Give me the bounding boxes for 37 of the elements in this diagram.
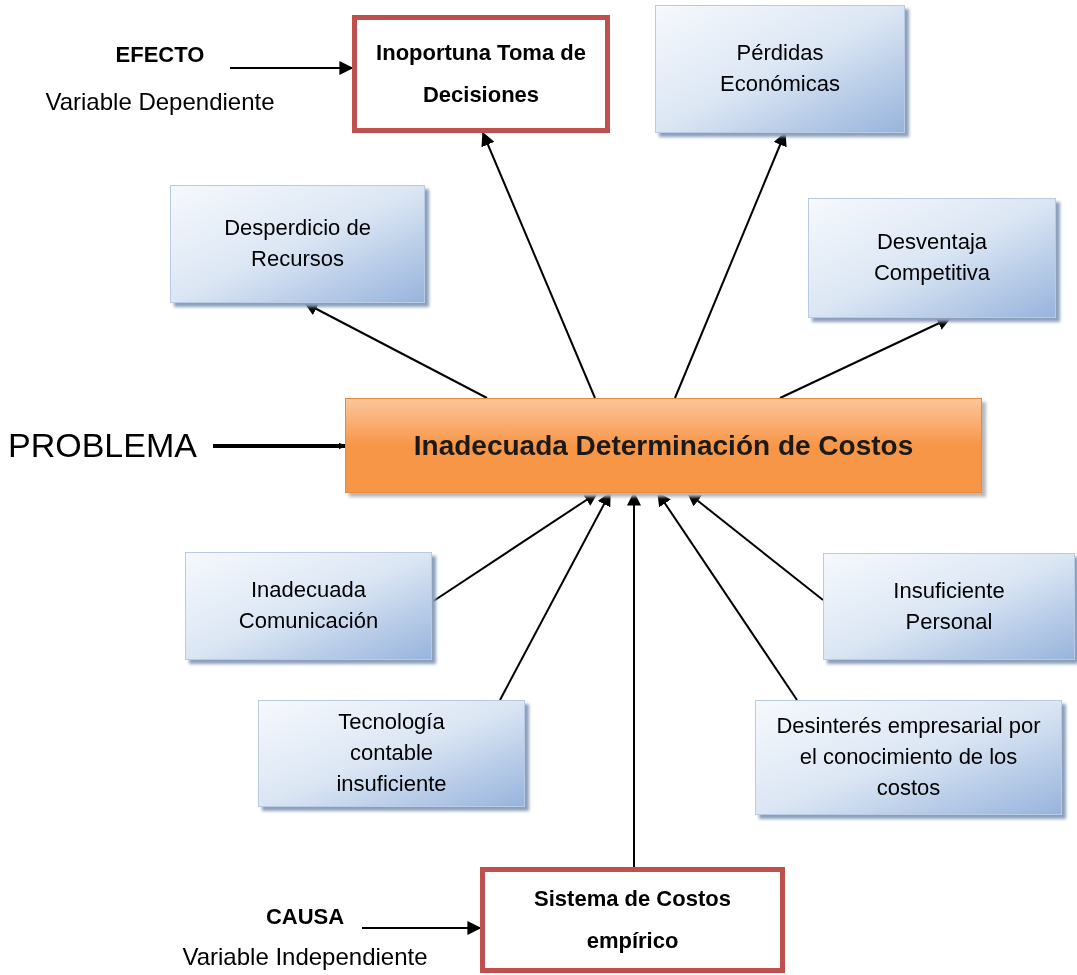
variable-label: Variable Dependiente bbox=[45, 87, 275, 117]
box-text: Inoportuna Toma de Decisiones bbox=[375, 39, 587, 109]
arrow bbox=[361, 921, 482, 935]
arrow bbox=[674, 131, 787, 399]
arrow bbox=[481, 131, 596, 399]
box-text: Desventaja Competitiva bbox=[872, 228, 992, 287]
problem-label: PROBLEMA bbox=[8, 424, 197, 466]
variable-label: Variable Independiente bbox=[182, 942, 428, 972]
box-text: Sistema de Costos empírico bbox=[533, 885, 732, 955]
highlighted-box bbox=[352, 15, 610, 133]
arrow bbox=[657, 491, 798, 701]
concept-box bbox=[185, 552, 432, 660]
arrow bbox=[627, 491, 641, 868]
box-text: Inadecuada Determinación de Costos bbox=[413, 428, 914, 463]
box-text: Pérdidas Económicas bbox=[719, 39, 841, 98]
heading-label: EFECTO bbox=[115, 41, 205, 69]
concept-box bbox=[655, 5, 905, 133]
box-text: Insuficiente Personal bbox=[892, 576, 1006, 636]
arrow bbox=[303, 302, 488, 399]
box-text: Desinterés empresarial por el conocimiento de los costos bbox=[775, 712, 1042, 802]
concept-box bbox=[755, 700, 1062, 815]
highlighted-box bbox=[480, 867, 785, 973]
concept-box bbox=[823, 553, 1075, 660]
problem-box bbox=[345, 398, 982, 493]
arrow bbox=[779, 317, 952, 399]
concept-box bbox=[808, 198, 1056, 318]
box-text: Desperdicio de Recursos bbox=[223, 214, 372, 273]
heading-label: CAUSA bbox=[265, 903, 345, 931]
box-text: Tecnología contable insuficiente bbox=[335, 708, 448, 798]
arrow bbox=[229, 61, 354, 75]
box-text: Inadecuada Comunicación bbox=[237, 576, 380, 635]
arrow bbox=[499, 491, 611, 701]
concept-box bbox=[170, 185, 425, 303]
arrow bbox=[686, 492, 824, 601]
arrow bbox=[431, 492, 599, 603]
arrow bbox=[213, 442, 346, 450]
concept-box bbox=[258, 700, 525, 807]
